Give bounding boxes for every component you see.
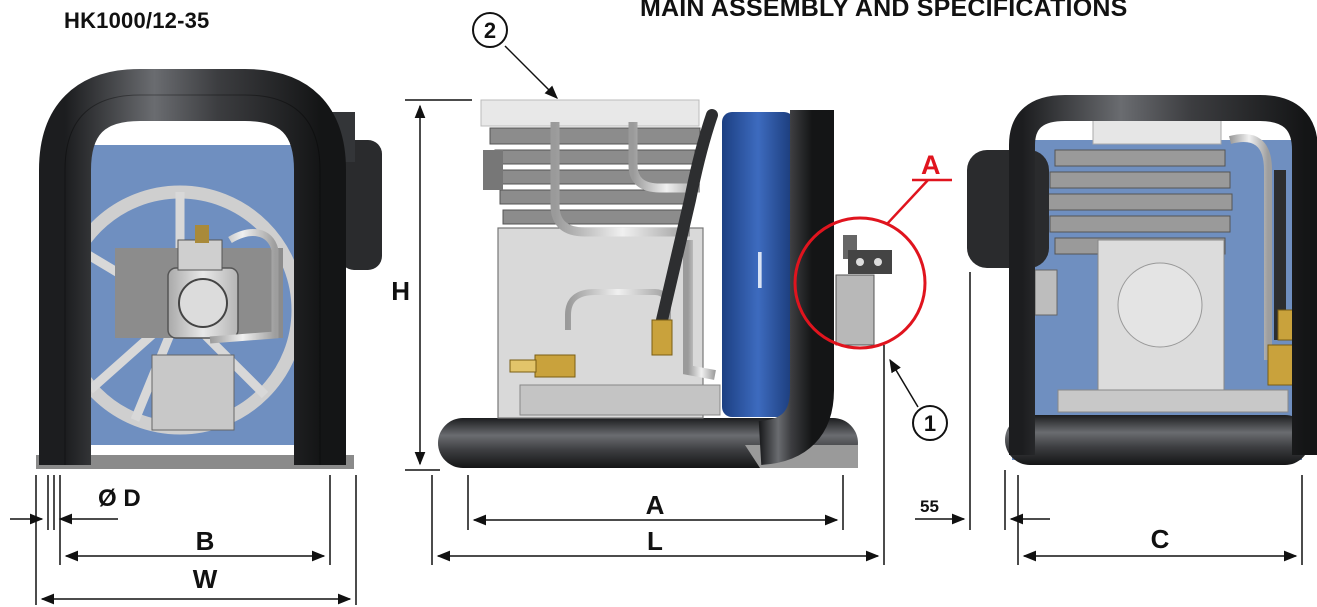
rear-frame bbox=[1009, 95, 1317, 455]
dim-55-label: 55 bbox=[920, 497, 939, 516]
detail-a-label: A bbox=[921, 150, 941, 180]
dimension-labels: H A L Ø D B W 55 C bbox=[98, 276, 1170, 594]
front-view bbox=[36, 69, 382, 469]
detail-a-fitting bbox=[835, 274, 875, 346]
dim-w-label: W bbox=[193, 564, 218, 594]
callout-1: 1 bbox=[889, 358, 948, 441]
front-frame bbox=[39, 69, 346, 465]
rear-fins bbox=[1047, 149, 1233, 255]
rear-view bbox=[967, 95, 1317, 465]
cooler-logo: ▬▬▬ bbox=[755, 252, 769, 288]
dim-a-label: A bbox=[646, 490, 665, 520]
rear-filter bbox=[967, 150, 1049, 268]
rear-brass-valve bbox=[1267, 344, 1295, 386]
cylinder-head bbox=[480, 99, 700, 127]
dim-h-label: H bbox=[391, 276, 410, 306]
callout-2-number: 2 bbox=[484, 18, 496, 43]
dim-b-label: B bbox=[196, 526, 215, 556]
dimension-lines bbox=[10, 99, 1303, 605]
cylinder-fins bbox=[489, 127, 701, 225]
cooler bbox=[722, 112, 794, 417]
side-frame-tube bbox=[757, 110, 834, 465]
callout-2: 2 bbox=[472, 12, 558, 99]
side-hose bbox=[656, 109, 718, 326]
dim-l-label: L bbox=[647, 526, 663, 556]
front-base-plate bbox=[36, 455, 354, 469]
dim-d-label: Ø D bbox=[98, 485, 141, 512]
page-title: MAIN ASSEMBLY AND SPECIFICATIONS bbox=[640, 0, 1128, 22]
model-number: HK1000/12-35 bbox=[64, 8, 210, 33]
front-filter bbox=[340, 140, 382, 270]
rear-base-tube bbox=[1005, 415, 1310, 465]
brass-valve bbox=[534, 354, 576, 378]
detail-a-callout: A bbox=[793, 150, 952, 350]
dim-c-label: C bbox=[1151, 524, 1170, 554]
side-view: ▬▬▬ bbox=[438, 99, 892, 468]
callout-1-number: 1 bbox=[924, 411, 936, 436]
